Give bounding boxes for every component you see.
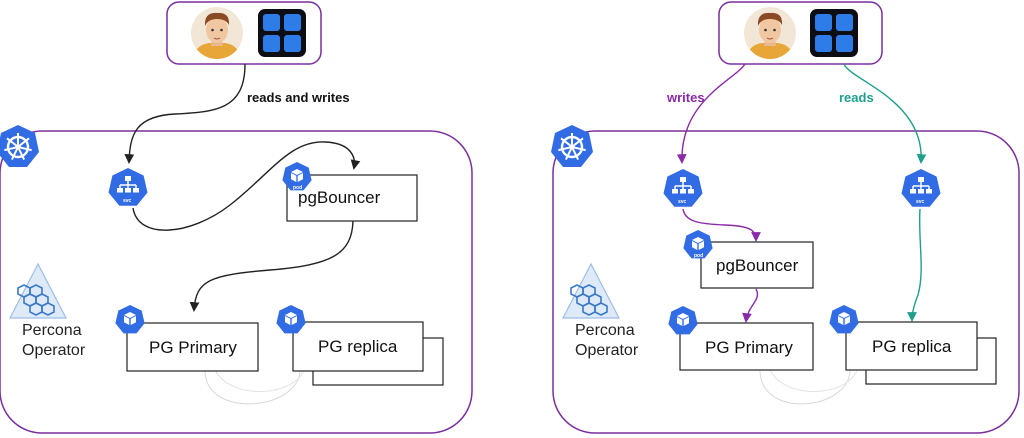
left-edge-label-reads-writes: reads and writes: [247, 90, 350, 105]
right-pgbouncer-box: [700, 241, 814, 289]
right-replica-box: [845, 321, 978, 371]
left-replica-box: [292, 321, 424, 372]
left-svc-label: svc: [123, 198, 132, 204]
left-replica-label: PG replica: [318, 337, 398, 356]
right-replica-label: PG replica: [872, 337, 952, 356]
left-edge-user-to-svc: [124, 63, 246, 164]
right-edge-reads-svc-to-replica: [907, 208, 922, 322]
right-edge-label-writes: writes: [666, 90, 705, 105]
left-replication-loop: [204, 369, 301, 405]
app-grid-icon: [258, 9, 306, 57]
right-primary-label: PG Primary: [705, 338, 793, 357]
left-pgbouncer-box: [286, 174, 418, 222]
right-edge-label-reads: reads: [839, 90, 874, 105]
right-edge-writes-user-to-svc: [676, 63, 746, 164]
left-operator-line1: Percona: [22, 322, 82, 339]
right-diagram: writes reads svc svc pgBouncer pod PG Pr…: [549, 1, 1020, 434]
right-edge-reads-user-to-svc: [843, 63, 927, 164]
left-edge-pgbouncer-to-primary: [189, 220, 354, 312]
left-edge-svc-to-pgbouncer: [132, 141, 361, 231]
right-svc-label-writes: svc: [678, 199, 687, 205]
left-replication-loop-2: [214, 367, 306, 392]
left-pod-label-pgbouncer: pod: [293, 185, 302, 191]
right-operator-line1: Percona: [575, 322, 635, 339]
right-pgbouncer-label: pgBouncer: [716, 256, 799, 275]
left-pgbouncer-label: pgBouncer: [298, 188, 381, 207]
right-replication-loop-2: [769, 367, 859, 392]
right-svc-label-reads: svc: [916, 199, 925, 205]
user-avatar-icon: [191, 7, 243, 59]
left-operator-line2: Operator: [22, 342, 86, 359]
right-edge-svc-to-pgbouncer: [682, 208, 761, 242]
right-operator-line2: Operator: [575, 342, 639, 359]
left-primary-label: PG Primary: [149, 338, 237, 357]
right-edge-pgbouncer-to-primary: [742, 288, 759, 323]
left-primary-box: [126, 322, 259, 372]
right-primary-box: [679, 322, 814, 371]
right-pod-label-pgbouncer: pod: [694, 253, 703, 259]
app-grid-icon: [810, 9, 858, 57]
user-avatar-icon: [744, 7, 796, 59]
left-diagram: reads and writes svc pgBouncer pod PG Pr…: [0, 1, 473, 434]
